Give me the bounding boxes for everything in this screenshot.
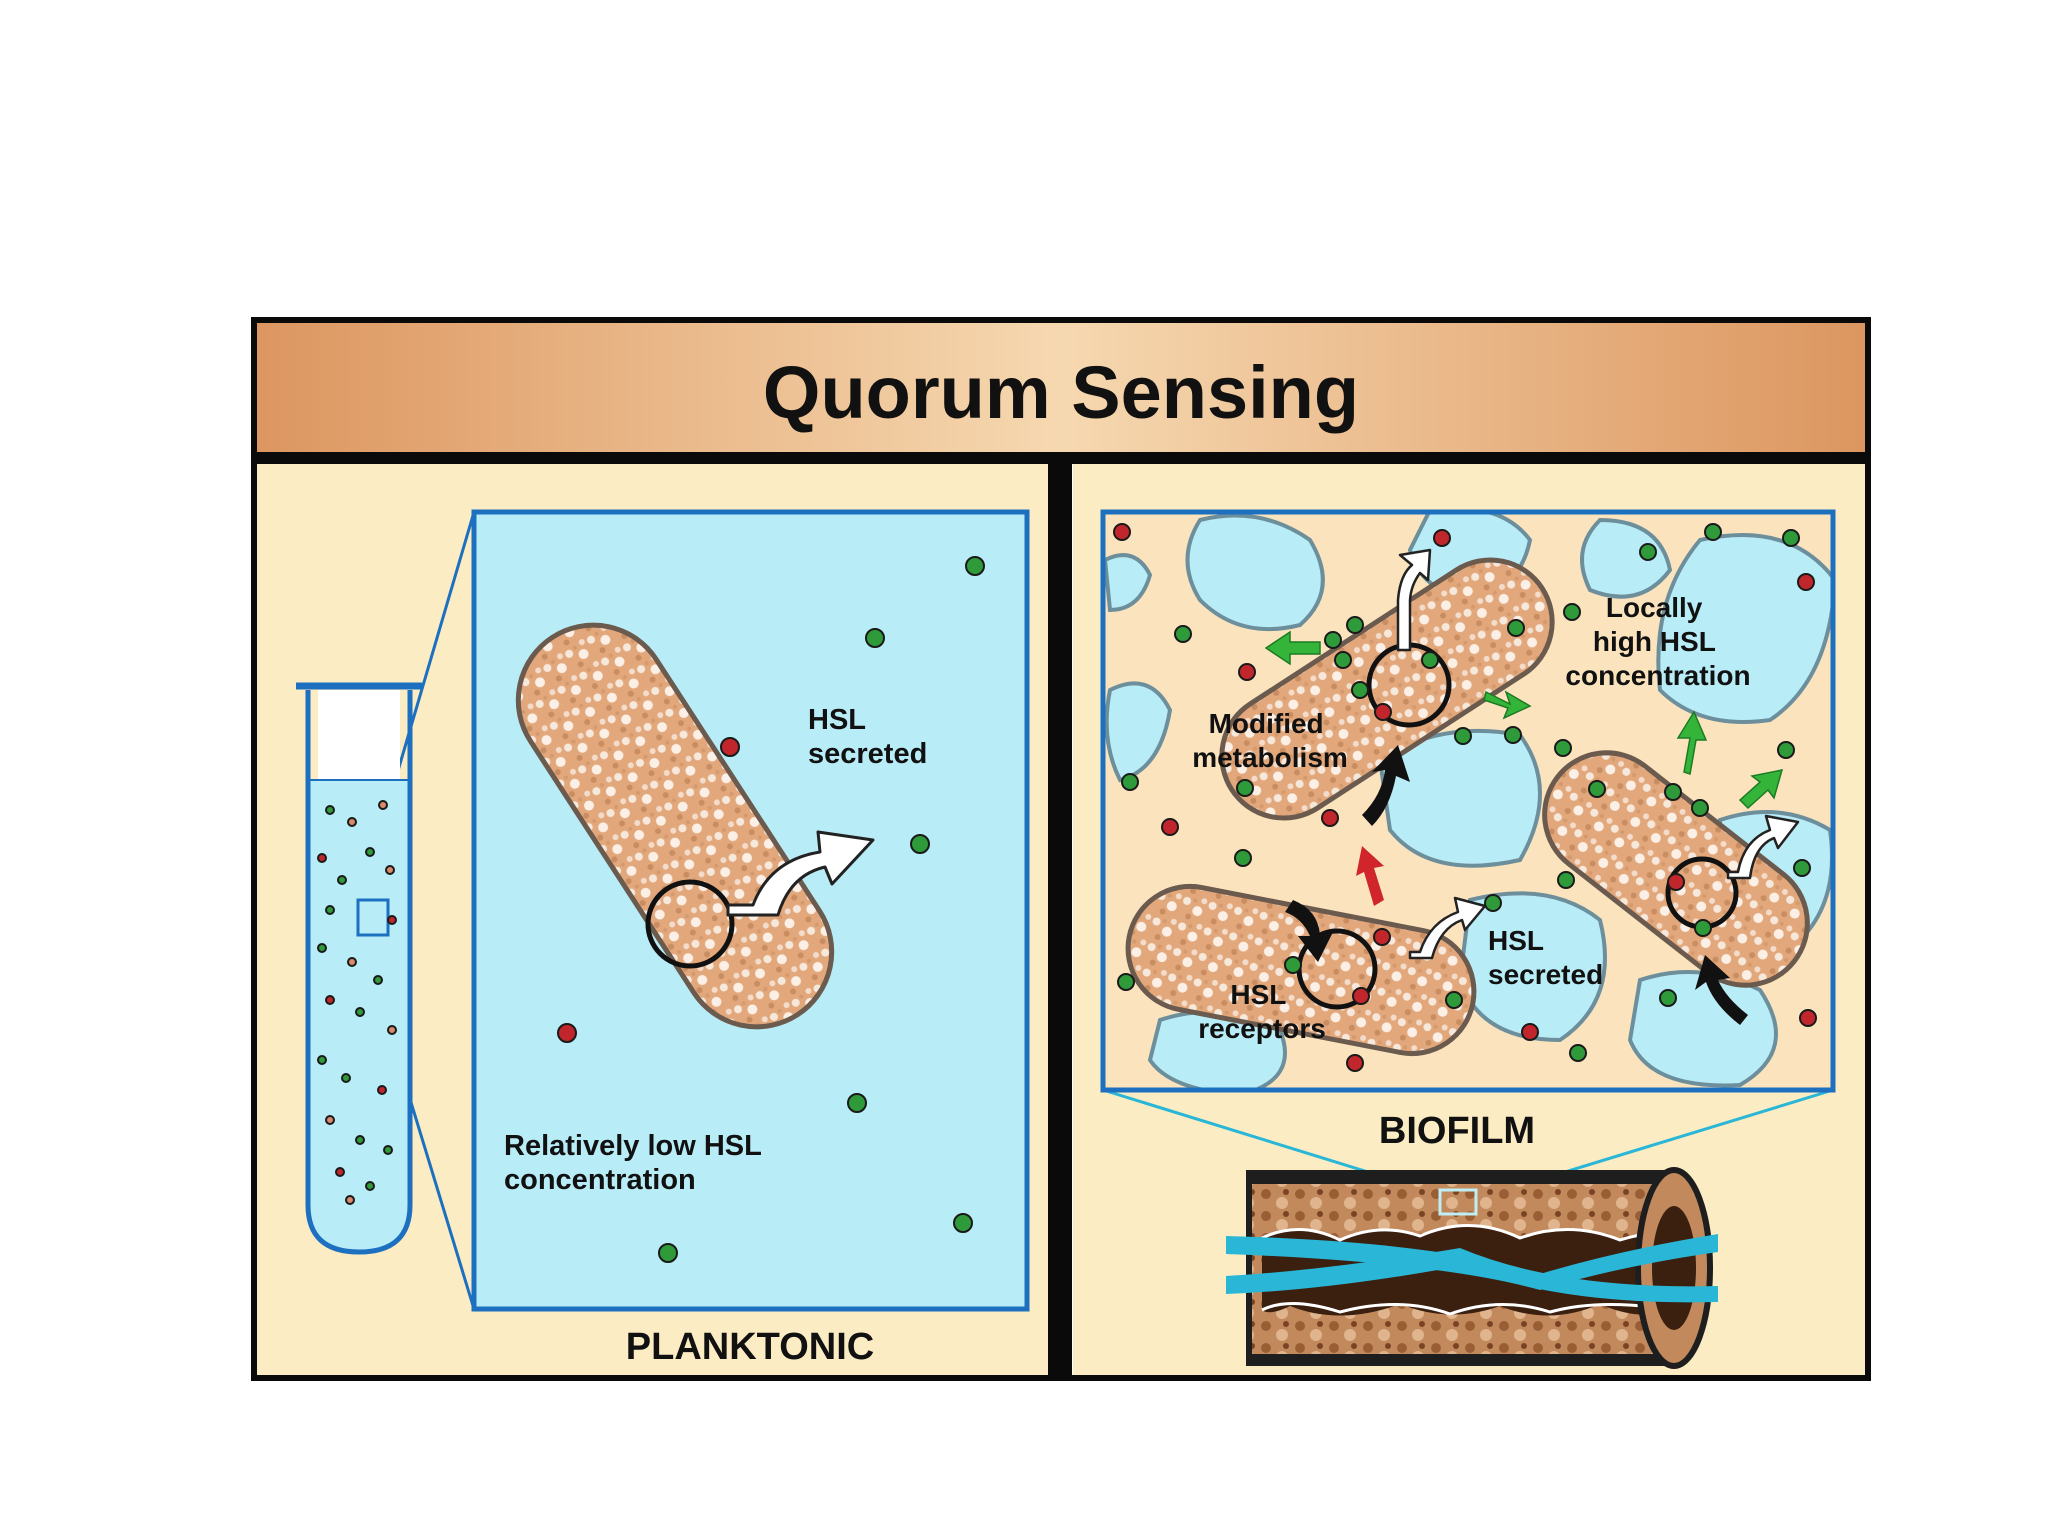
hsl-molecule-active	[1508, 620, 1524, 636]
tube-particle	[326, 906, 334, 914]
tube-particle	[378, 1086, 386, 1094]
hsl-molecule-active	[1235, 850, 1251, 866]
hsl-molecule-active	[966, 557, 984, 575]
hsl-molecule-active	[1175, 626, 1191, 642]
hsl-molecule-inactive	[1239, 664, 1255, 680]
tube-particle	[366, 848, 374, 856]
hsl-molecule-active	[1665, 784, 1681, 800]
hsl-molecule-active	[866, 629, 884, 647]
hsl-molecule-active	[1564, 604, 1580, 620]
biofilm-panel-label: BIOFILM	[1379, 1110, 1535, 1152]
hsl-molecule-active	[1660, 990, 1676, 1006]
hsl-molecule-active	[1352, 682, 1368, 698]
tube-particle	[379, 801, 387, 809]
hsl-molecule-inactive	[721, 738, 739, 756]
tube-particle	[386, 866, 394, 874]
hsl-molecule-active	[659, 1244, 677, 1262]
hsl-molecule-active	[954, 1214, 972, 1232]
hsl-molecule-active	[848, 1094, 866, 1112]
hsl-molecule-inactive	[1353, 988, 1369, 1004]
hsl-molecule-active	[1325, 632, 1341, 648]
hsl-molecule-active	[1640, 544, 1656, 560]
tube-particle	[318, 1056, 326, 1064]
hsl-molecule-active	[1455, 728, 1471, 744]
tube-particle	[366, 1182, 374, 1190]
tube-particle	[338, 876, 346, 884]
hsl-molecule-active	[1285, 957, 1301, 973]
planktonic-panel-label: PLANKTONIC	[626, 1326, 874, 1368]
hsl-molecule-inactive	[558, 1024, 576, 1042]
hsl-molecule-active	[1505, 727, 1521, 743]
hsl-molecule-active	[1783, 530, 1799, 546]
hsl-molecule-inactive	[1522, 1024, 1538, 1040]
tube-particle	[336, 1168, 344, 1176]
tube-particle	[342, 1074, 350, 1082]
figure-title: Quorum Sensing	[763, 351, 1359, 434]
hsl-molecule-inactive	[1800, 1010, 1816, 1026]
tube-particle	[318, 944, 326, 952]
tube-particle	[348, 958, 356, 966]
hsl-molecule-active	[1237, 780, 1253, 796]
hsl-molecule-inactive	[1374, 929, 1390, 945]
tube-particle	[388, 916, 396, 924]
hsl-molecule-active	[1705, 524, 1721, 540]
hsl-molecule-active	[1794, 860, 1810, 876]
tube-particle	[384, 1146, 392, 1154]
pipe-section	[1226, 1170, 1718, 1366]
tube-particle	[388, 1026, 396, 1034]
hsl-molecule-inactive	[1668, 874, 1684, 890]
hsl-molecule-inactive	[1798, 574, 1814, 590]
hsl-molecule-inactive	[1162, 819, 1178, 835]
tube-particle	[346, 1196, 354, 1204]
hsl-molecule-active	[1695, 920, 1711, 936]
tube-particle	[356, 1008, 364, 1016]
tube-particle	[348, 818, 356, 826]
tube-particle	[356, 1136, 364, 1144]
hsl-molecule-active	[1589, 781, 1605, 797]
tube-particle	[326, 806, 334, 814]
hsl-molecule-active	[1118, 974, 1134, 990]
hsl-molecule-inactive	[1322, 810, 1338, 826]
hsl-molecule-active	[911, 835, 929, 853]
hsl-molecule-active	[1485, 895, 1501, 911]
hsl-molecule-inactive	[1375, 704, 1391, 720]
hsl-molecule-inactive	[1114, 524, 1130, 540]
hsl-molecule-active	[1122, 774, 1138, 790]
tube-particle	[326, 1116, 334, 1124]
hsl-molecule-active	[1422, 652, 1438, 668]
hsl-molecule-active	[1555, 740, 1571, 756]
panel-divider	[1048, 460, 1072, 1378]
hsl-molecule-active	[1692, 800, 1708, 816]
tube-particle	[318, 854, 326, 862]
hsl-molecule-inactive	[1347, 1055, 1363, 1071]
hsl-molecule-active	[1446, 992, 1462, 1008]
tube-particle	[326, 996, 334, 1004]
hsl-molecule-inactive	[1434, 530, 1450, 546]
tube-particle	[374, 976, 382, 984]
hsl-molecule-active	[1570, 1045, 1586, 1061]
hsl-molecule-active	[1347, 617, 1363, 633]
hsl-molecule-active	[1335, 652, 1351, 668]
hsl-molecule-active	[1778, 742, 1794, 758]
hsl-molecule-active	[1558, 872, 1574, 888]
